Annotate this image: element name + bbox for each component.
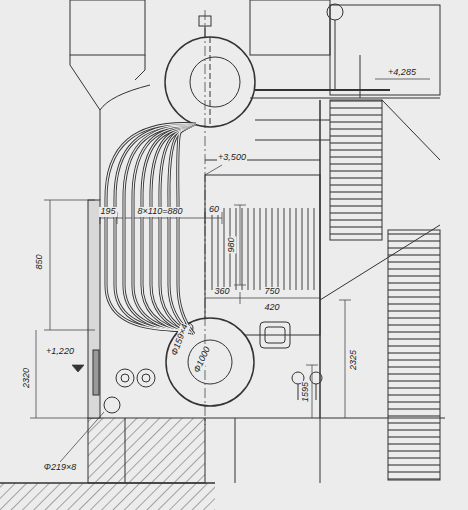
- dimension-label: 980: [227, 236, 237, 253]
- convection-tube: [212, 208, 213, 290]
- screen-tube: [178, 132, 194, 334]
- convection-tube: [260, 208, 261, 290]
- dimension-label: +1,220: [45, 347, 75, 357]
- convection-tube: [272, 208, 273, 290]
- screen-tube-bore: [142, 128, 188, 332]
- convection-tube: [254, 208, 255, 290]
- dimension-label: 2325: [349, 349, 359, 371]
- convection-tube: [308, 208, 309, 290]
- dimension-label: 360: [213, 287, 230, 297]
- dimension-label: +4,285: [387, 68, 417, 78]
- screen-tube-bore: [124, 126, 192, 331]
- screen-tube: [115, 125, 194, 331]
- convection-tube: [278, 208, 279, 290]
- dimension-label: 750: [263, 287, 280, 297]
- dimension-label: +3,500: [217, 153, 247, 163]
- convection-tube: [284, 208, 285, 290]
- screen-tube-bore: [160, 130, 190, 333]
- screen-tube-bore: [178, 132, 194, 334]
- dimension-label: 8×110=880: [137, 207, 184, 217]
- dimension-label: 420: [263, 303, 280, 313]
- dimension-label: 60: [208, 205, 220, 215]
- dimension-label: 850: [35, 253, 45, 270]
- convection-tube: [290, 208, 291, 290]
- convection-tube: [302, 208, 303, 290]
- dimension-label: 1595: [301, 381, 311, 403]
- screen-tube: [124, 126, 192, 331]
- convection-tube: [314, 208, 315, 290]
- screen-tube-bore: [169, 131, 192, 334]
- convection-tube: [218, 208, 219, 290]
- convection-tube: [242, 208, 243, 290]
- convection-tube: [296, 208, 297, 290]
- dimension-label: 195: [99, 207, 116, 217]
- dimension-label: 2320: [22, 367, 32, 389]
- convection-tube: [266, 208, 267, 290]
- dimension-label: Ф219×8: [43, 463, 77, 473]
- convection-tube: [224, 208, 225, 290]
- screen-tube: [142, 128, 188, 332]
- convection-tube: [248, 208, 249, 290]
- screen-tube-bore: [115, 125, 194, 331]
- screen-tube: [160, 130, 190, 333]
